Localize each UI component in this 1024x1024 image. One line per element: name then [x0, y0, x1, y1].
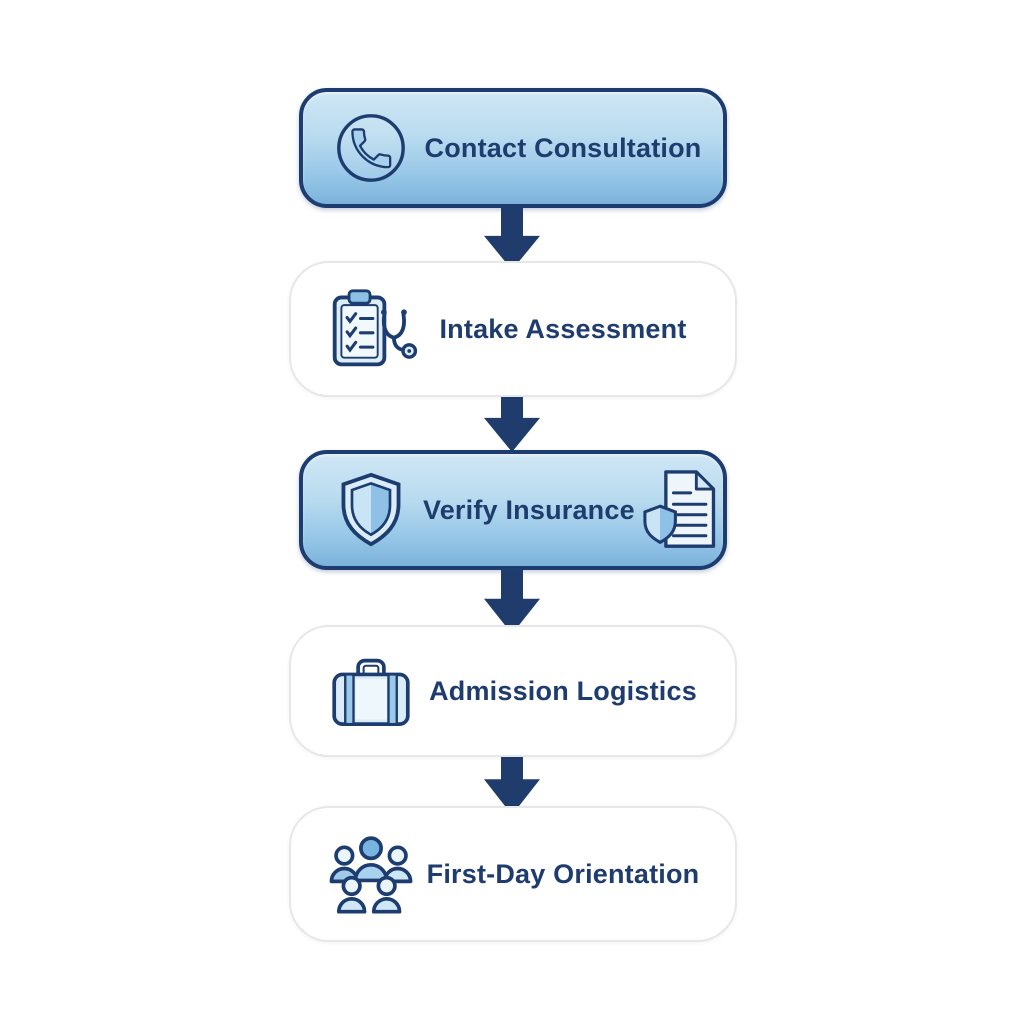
flow-step-verify-insurance: Verify Insurance [299, 450, 727, 570]
step-label: Contact Consultation [424, 132, 702, 163]
people-group-icon [319, 832, 423, 916]
document-shield-icon [635, 466, 731, 554]
shield-icon [319, 469, 423, 551]
flow-step-intake-assessment: Intake Assessment [289, 261, 737, 397]
clipboard-stethoscope-icon [319, 286, 423, 372]
step-label: Verify Insurance [423, 494, 635, 525]
briefcase-icon [319, 651, 423, 731]
down-arrow-icon [483, 206, 541, 270]
flow-step-first-day-orientation: First-Day Orientation [289, 806, 737, 942]
step-label: Admission Logistics [429, 675, 697, 706]
flow-step-admission-logistics: Admission Logistics [289, 625, 737, 757]
phone-circle-icon [319, 109, 423, 187]
down-arrow-icon [483, 568, 541, 634]
flow-step-contact-consultation: Contact Consultation [299, 88, 727, 208]
step-label: Intake Assessment [439, 313, 687, 344]
down-arrow-icon [483, 748, 541, 815]
down-arrow-icon [483, 388, 541, 452]
step-label: First-Day Orientation [426, 858, 700, 889]
